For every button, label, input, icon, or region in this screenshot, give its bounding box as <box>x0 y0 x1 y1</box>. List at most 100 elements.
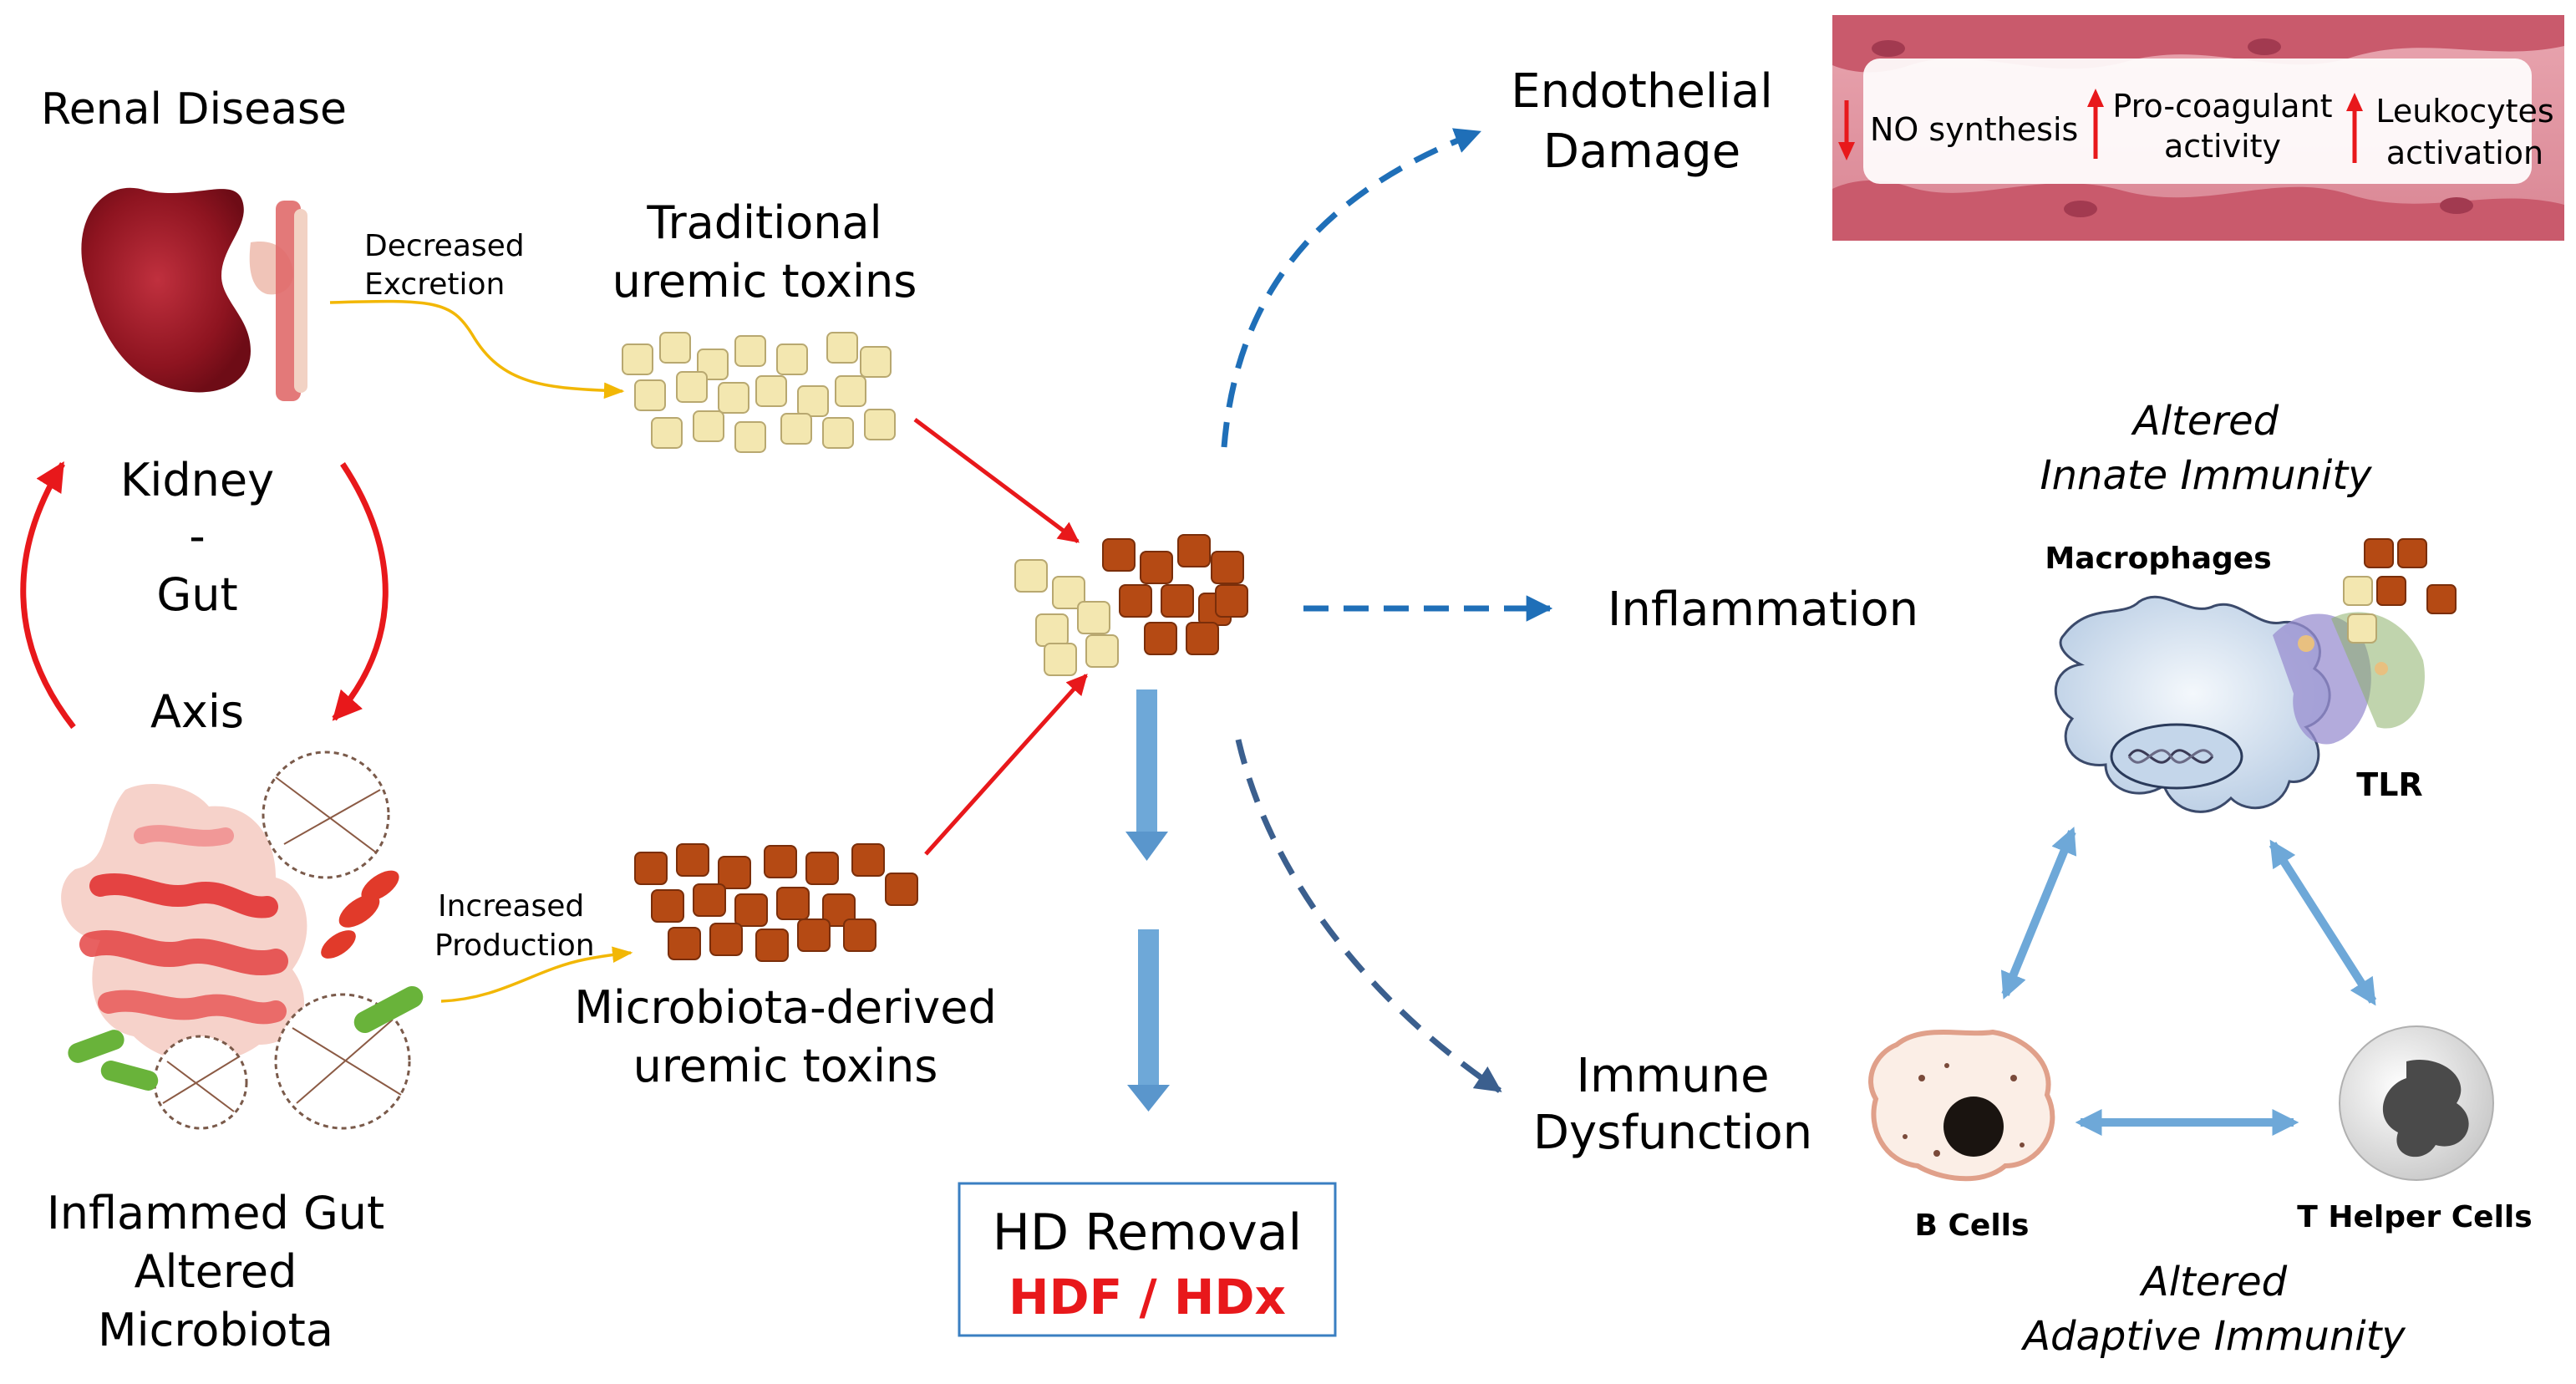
toxin-cube <box>822 417 854 449</box>
toxin-cube <box>2376 576 2406 606</box>
gut-label: Inflammed Gut Altered Microbiota <box>47 1187 384 1356</box>
toxin-cube <box>718 382 749 414</box>
toxin-cube <box>651 889 684 923</box>
macrophage-bcell-arrow <box>2000 827 2077 1000</box>
removal-arrow-lower <box>1127 929 1170 1112</box>
toxin-cube <box>1211 551 1244 584</box>
production-line-2: Production <box>434 929 595 963</box>
gut-label-line-2: Altered <box>135 1245 297 1298</box>
toxin-cube <box>860 346 892 378</box>
production-line-1: Increased <box>438 889 584 924</box>
axis-kidney: Kidney <box>120 454 274 506</box>
toxin-cube <box>843 918 876 952</box>
leukocytes-line-2: activation <box>2386 135 2543 171</box>
toxin-cube <box>634 852 668 885</box>
toxin-cube <box>776 887 810 920</box>
renal-disease-title: Renal Disease <box>41 84 347 135</box>
removal-arrow-upper <box>1125 689 1168 861</box>
toxin-cube <box>709 923 743 956</box>
toxin-cube <box>697 349 729 380</box>
immune-line-2: Dysfunction <box>1533 1106 1812 1160</box>
toxin-cube <box>755 929 789 962</box>
toxin-cube <box>755 375 787 407</box>
mixed-toxin-cluster <box>1014 534 1248 676</box>
toxin-cube <box>2343 576 2373 606</box>
kidney-gut-axis: Kidney - Gut Axis <box>20 454 389 738</box>
endothelial-arrow <box>1221 128 1481 448</box>
traditional-to-mix-arrow <box>913 417 1080 544</box>
immune-line-1: Immune <box>1576 1049 1769 1103</box>
axis-arrow-down <box>332 462 389 721</box>
toxin-cube <box>2364 538 2394 568</box>
axis-arrow-up <box>20 461 76 730</box>
gut-label-line-1: Inflammed Gut <box>47 1187 384 1239</box>
toxin-cube <box>734 335 766 367</box>
leukocytes-line-1: Leukocytes <box>2375 93 2553 130</box>
toxin-cube <box>826 332 858 364</box>
endothelial-line-1: Endothelial <box>1511 64 1773 119</box>
excretion-connector <box>329 299 625 399</box>
toxin-cube <box>734 893 768 927</box>
toxin-cube <box>693 410 724 442</box>
kidney-illustration <box>81 187 307 401</box>
toxin-cube <box>885 873 918 906</box>
toxin-cube <box>2397 538 2427 568</box>
traditional-toxins-line-1: Traditional <box>646 196 882 249</box>
toxin-cube <box>2347 613 2377 644</box>
toxin-cube <box>659 332 691 364</box>
procoagulant-line-1: Pro-coagulant <box>2112 88 2332 125</box>
macrophage-cell <box>2054 595 2331 813</box>
t-helper-label: T Helper Cells <box>2297 1200 2532 1234</box>
toxin-cube <box>805 852 839 885</box>
immune-arrow <box>1235 739 1502 1093</box>
toxin-cube <box>1085 634 1119 668</box>
no-synthesis-label: NO synthesis <box>1870 111 2078 148</box>
gut-illustration <box>61 751 424 1130</box>
toxin-cube <box>1177 534 1211 567</box>
b-cells-label: B Cells <box>1915 1208 2030 1243</box>
adaptive-line-1: Altered <box>2139 1259 2288 1305</box>
toxin-cube <box>764 845 797 878</box>
innate-line-2: Innate Immunity <box>2040 452 2372 499</box>
hd-removal-box: HD Removal HDF / HDx <box>958 1182 1337 1337</box>
toxin-cube <box>718 856 751 889</box>
toxin-cube <box>651 417 683 449</box>
inflammation-label: Inflammation <box>1608 583 1918 637</box>
toxin-cube <box>1140 551 1173 584</box>
gut-label-line-3: Microbiota <box>98 1304 333 1356</box>
toxin-cube <box>1077 601 1110 634</box>
production-connector <box>440 946 633 1003</box>
toxin-cube <box>1186 622 1219 655</box>
excretion-label: Decreased Excretion <box>364 229 525 302</box>
hd-removal-label: HD Removal <box>993 1203 1302 1262</box>
toxin-cube <box>1014 559 1048 593</box>
toxin-cube <box>1052 576 1085 609</box>
toxin-cube <box>1044 643 1077 676</box>
microbiota-toxins-line-1: Microbiota-derived <box>574 981 997 1034</box>
toxin-cube <box>864 409 896 440</box>
no-synthesis-down-arrow <box>1838 100 1855 160</box>
toxin-cube <box>676 371 708 403</box>
toxin-cube <box>1161 584 1194 618</box>
axis-gut: Gut <box>156 568 237 621</box>
toxin-cube <box>1215 584 1248 618</box>
toxin-cube <box>797 918 831 952</box>
toxin-cube <box>851 843 885 877</box>
toxin-cube <box>668 927 701 960</box>
tlr-label: TLR <box>2356 766 2422 803</box>
toxin-cube <box>2426 584 2457 614</box>
toxin-cube <box>822 893 856 927</box>
microbiota-toxin-cluster <box>634 843 918 962</box>
axis-dash: - <box>189 510 206 562</box>
toxin-cube <box>1119 584 1152 618</box>
macrophages-label: Macrophages <box>2045 542 2271 576</box>
macrophage-tcell-arrow <box>2269 839 2377 1006</box>
toxin-cube <box>780 413 812 445</box>
microbiota-toxins-line-2: uremic toxins <box>633 1040 938 1092</box>
tlr-toxin-cluster <box>2343 538 2457 644</box>
toxin-cube <box>693 883 726 917</box>
toxin-cube <box>797 385 829 417</box>
endothelial-line-2: Damage <box>1543 125 1740 179</box>
microbiota-to-mix-arrow <box>924 674 1088 856</box>
